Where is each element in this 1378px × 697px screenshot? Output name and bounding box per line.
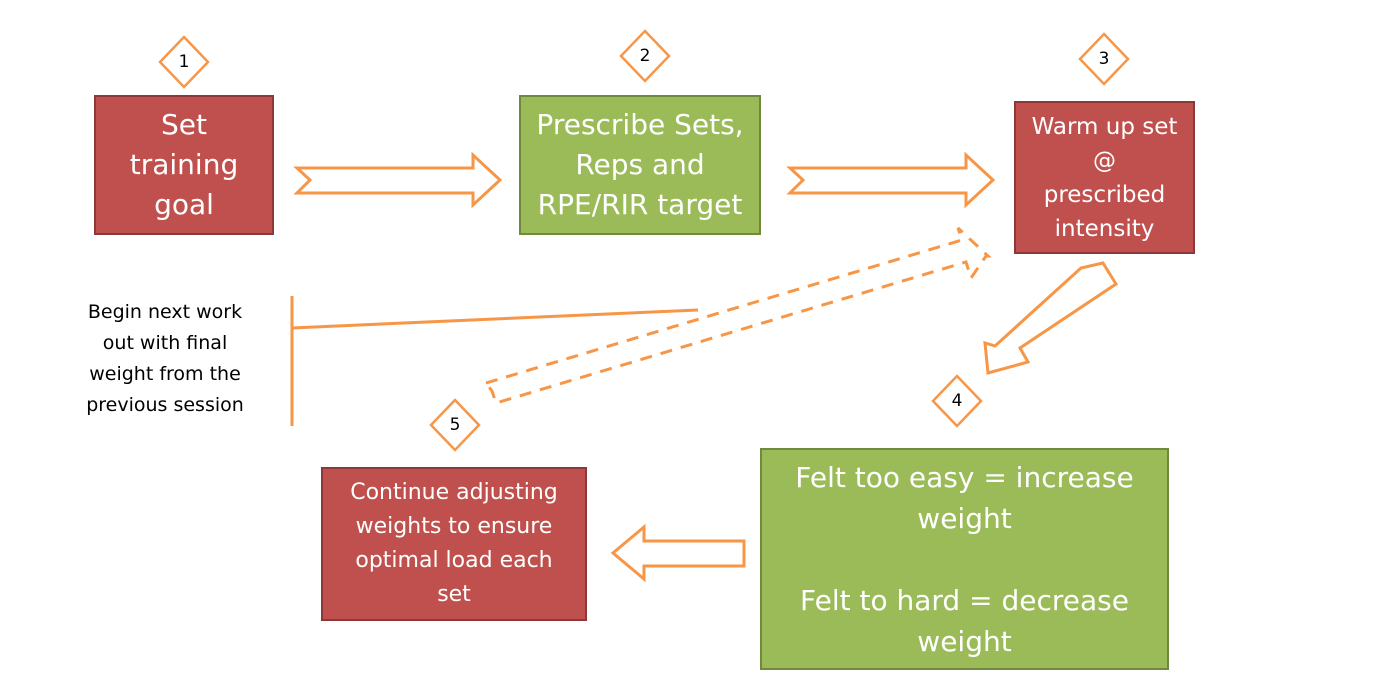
- step-3-text-line: @: [1093, 147, 1116, 174]
- step-5-text-line: weights to ensure: [355, 514, 553, 539]
- arrow-step2-to-step3: [786, 151, 996, 209]
- badge-3-diamond: [1078, 32, 1130, 86]
- step-4-text-line: Felt to hard = decrease: [800, 583, 1129, 617]
- step-1-box: Set training goal: [94, 95, 274, 235]
- step-5-number: 5: [449, 415, 461, 435]
- note-text-line: out with final: [102, 332, 228, 354]
- step-1-number: 1: [178, 52, 190, 72]
- step-2-number: 2: [639, 46, 651, 66]
- step-4-box: Felt too easy = increase weight Felt to …: [760, 448, 1169, 670]
- step-2-text-line: Prescribe Sets,: [536, 108, 744, 141]
- step-3-text-line: intensity: [1054, 215, 1155, 242]
- step-4-text-line: weight: [917, 624, 1012, 658]
- note-text-line: Begin next work: [87, 301, 243, 323]
- step-4-text-line: weight: [917, 501, 1012, 535]
- badge-1-diamond: [158, 35, 210, 89]
- next-workout-note: Begin next work out with final weight fr…: [70, 297, 260, 421]
- step-4-text-line: Felt too easy = increase: [795, 460, 1134, 494]
- note-text-line: previous session: [86, 394, 244, 416]
- step-2-box: Prescribe Sets, Reps and RPE/RIR target: [519, 95, 761, 235]
- badge-5-diamond: [429, 398, 481, 452]
- step-2-text-line: Reps and: [575, 148, 705, 181]
- step-5-text-line: optimal load each: [355, 548, 553, 573]
- step-3-number: 3: [1098, 49, 1110, 69]
- note-text-line: weight from the: [89, 363, 241, 385]
- step-5-text-line: set: [437, 582, 471, 607]
- badge-2-diamond: [619, 29, 671, 83]
- step-3-text-line: Warm up set: [1031, 113, 1178, 140]
- step-1-text-line: training: [129, 148, 239, 181]
- step-3-text-line: prescribed: [1043, 181, 1166, 208]
- arrow-step4-to-step5: [610, 523, 746, 583]
- step-5-text-line: Continue adjusting: [350, 480, 558, 505]
- arrow-step1-to-step2: [293, 151, 503, 209]
- arrow-step5-to-step3-dashed: [483, 226, 992, 405]
- badge-4-diamond: [931, 374, 983, 428]
- step-1-text-line: Set: [161, 108, 207, 141]
- step-5-box: Continue adjusting weights to ensure opt…: [321, 467, 587, 621]
- note-bracket-leader: [291, 308, 699, 330]
- step-4-number: 4: [951, 391, 963, 411]
- arrow-step3-to-step4: [983, 261, 1119, 375]
- step-1-text-line: goal: [154, 188, 214, 221]
- step-3-box: Warm up set @ prescribed intensity: [1014, 101, 1195, 254]
- step-2-text-line: RPE/RIR target: [537, 188, 743, 221]
